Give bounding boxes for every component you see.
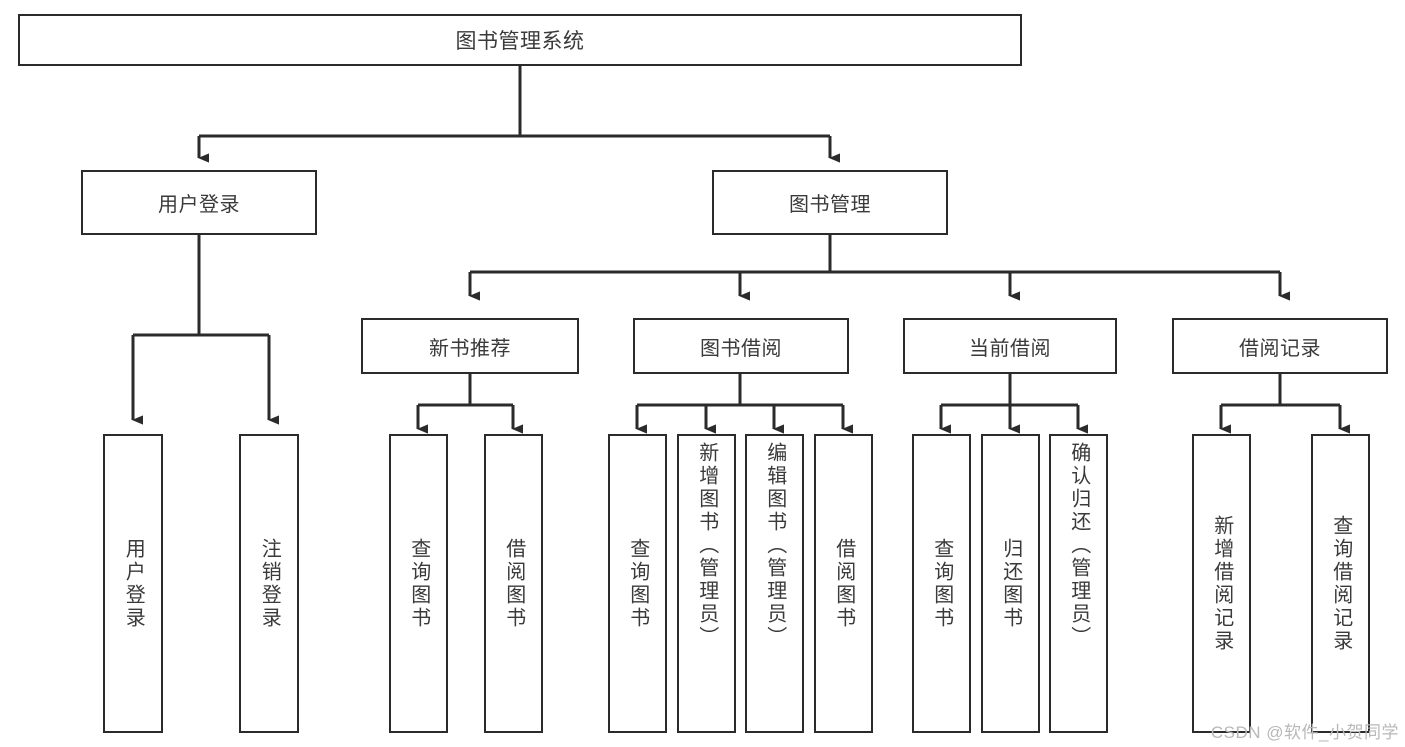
leaf-borrow-query-book[interactable]: 查询图书 bbox=[608, 434, 667, 733]
leaf-label: 借阅图书 bbox=[502, 537, 525, 630]
leaf-new-book-borrow[interactable]: 借阅图书 bbox=[484, 434, 543, 733]
node-label: 图书管理系统 bbox=[455, 30, 585, 53]
node-borrow-record[interactable]: 借阅记录 bbox=[1172, 318, 1388, 374]
node-label: 图书借阅 bbox=[700, 337, 782, 360]
node-root-system[interactable]: 图书管理系统 bbox=[18, 14, 1022, 66]
leaf-label: 新增借阅记录 bbox=[1210, 514, 1233, 653]
node-label: 用户登录 bbox=[158, 194, 240, 216]
leaf-label: 用户登录 bbox=[122, 537, 145, 630]
leaf-label: 查询借阅记录 bbox=[1329, 514, 1352, 653]
leaf-current-return-book[interactable]: 归还图书 bbox=[981, 434, 1040, 733]
leaf-label: 借阅图书 bbox=[832, 537, 855, 630]
leaf-current-confirm-return-admin[interactable]: 确认归还（管理员） bbox=[1049, 434, 1108, 733]
leaf-current-query-book[interactable]: 查询图书 bbox=[912, 434, 971, 733]
node-book-borrow[interactable]: 图书借阅 bbox=[633, 318, 849, 374]
leaf-new-book-query[interactable]: 查询图书 bbox=[389, 434, 448, 733]
leaf-label: 归还图书 bbox=[999, 537, 1022, 630]
node-label: 新书推荐 bbox=[429, 337, 511, 360]
leaf-user-login-logout[interactable]: 注销登录 bbox=[239, 434, 299, 733]
leaf-label: 编辑图书（管理员） bbox=[763, 442, 786, 649]
leaf-label: 注销登录 bbox=[258, 537, 281, 630]
leaf-user-login-login[interactable]: 用户登录 bbox=[103, 434, 163, 733]
leaf-label: 查询图书 bbox=[407, 537, 430, 630]
leaf-label: 确认归还（管理员） bbox=[1067, 442, 1090, 649]
leaf-label: 查询图书 bbox=[930, 537, 953, 630]
leaf-borrow-edit-book-admin[interactable]: 编辑图书（管理员） bbox=[745, 434, 804, 733]
leaf-record-add-record[interactable]: 新增借阅记录 bbox=[1192, 434, 1251, 733]
node-label: 当前借阅 bbox=[969, 337, 1051, 360]
node-user-login[interactable]: 用户登录 bbox=[81, 170, 317, 235]
node-current-borrow[interactable]: 当前借阅 bbox=[903, 318, 1117, 374]
leaf-borrow-borrow-book[interactable]: 借阅图书 bbox=[814, 434, 873, 733]
node-book-management[interactable]: 图书管理 bbox=[712, 170, 948, 235]
node-new-book-recommend[interactable]: 新书推荐 bbox=[361, 318, 579, 374]
leaf-label: 新增图书（管理员） bbox=[695, 442, 718, 649]
leaf-record-query-record[interactable]: 查询借阅记录 bbox=[1311, 434, 1370, 733]
node-label: 图书管理 bbox=[789, 194, 871, 216]
node-label: 借阅记录 bbox=[1239, 337, 1321, 360]
leaf-label: 查询图书 bbox=[626, 537, 649, 630]
leaf-borrow-add-book-admin[interactable]: 新增图书（管理员） bbox=[677, 434, 736, 733]
